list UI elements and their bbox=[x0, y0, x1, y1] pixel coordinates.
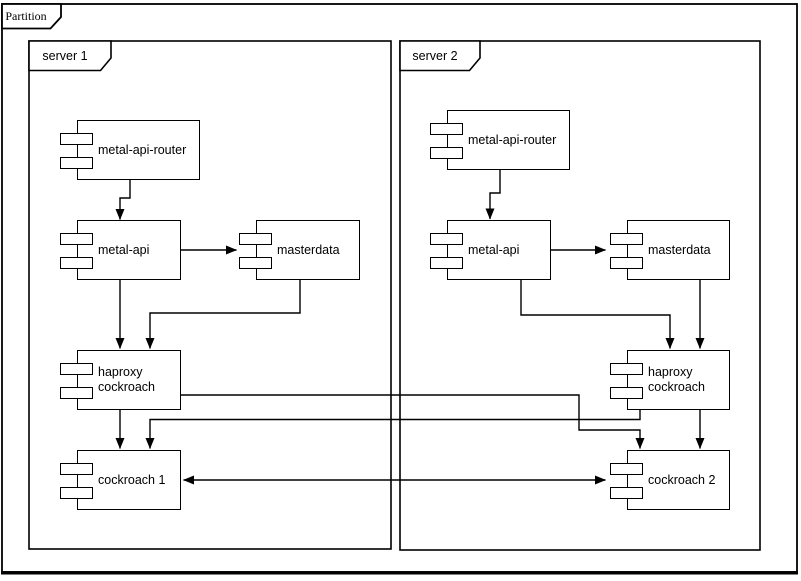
component-tab-icon bbox=[429, 256, 463, 269]
edge-server2-api-to-haproxy bbox=[520, 280, 675, 349]
edge-server1-router-to-api bbox=[115, 180, 131, 220]
component-tab-icon bbox=[59, 132, 93, 145]
component-tab-icon bbox=[59, 232, 93, 245]
component-cockroach-2 bbox=[609, 450, 730, 510]
component-tab-icon bbox=[59, 486, 93, 499]
component-masterdata-server1 bbox=[238, 220, 360, 280]
edge-server1-masterdata-to-haproxy bbox=[145, 280, 301, 349]
component-tab-icon bbox=[609, 462, 643, 475]
component-tab-icon bbox=[429, 146, 463, 159]
server2-frame-label: server 2 bbox=[412, 48, 458, 63]
server2-frame-tab bbox=[399, 40, 481, 72]
component-metal-api-router-server1 bbox=[59, 120, 200, 180]
component-tab-icon bbox=[609, 362, 643, 375]
component-tab-icon bbox=[609, 256, 643, 269]
edge-server2-router-to-api bbox=[485, 170, 501, 220]
server1-frame-label: server 1 bbox=[42, 48, 88, 63]
component-tab-icon bbox=[238, 232, 272, 245]
component-tab-icon bbox=[59, 256, 93, 269]
partition-frame-label: Partition bbox=[5, 9, 47, 23]
component-metal-api-router-server2 bbox=[429, 110, 570, 170]
component-tab-icon bbox=[609, 486, 643, 499]
component-tab-icon bbox=[609, 386, 643, 399]
component-masterdata-server2 bbox=[609, 220, 730, 280]
component-tab-icon bbox=[609, 232, 643, 245]
partition-frame-tab bbox=[1, 3, 62, 30]
component-tab-icon bbox=[238, 256, 272, 269]
edge-server1-haproxy-to-cockroach2 bbox=[181, 394, 645, 449]
component-haproxy-cockroach-server1 bbox=[59, 350, 181, 410]
component-tab-icon bbox=[59, 386, 93, 399]
component-metal-api-server2 bbox=[429, 220, 551, 280]
server1-frame-tab bbox=[28, 40, 112, 72]
component-tab-icon bbox=[429, 122, 463, 135]
component-metal-api-server1 bbox=[59, 220, 181, 280]
component-tab-icon bbox=[59, 156, 93, 169]
edge-server2-haproxy-to-cockroach1 bbox=[145, 410, 641, 449]
component-cockroach-1 bbox=[59, 450, 181, 510]
component-tab-icon bbox=[429, 232, 463, 245]
component-haproxy-cockroach-server2 bbox=[609, 350, 730, 410]
component-tab-icon bbox=[59, 462, 93, 475]
component-tab-icon bbox=[59, 362, 93, 375]
